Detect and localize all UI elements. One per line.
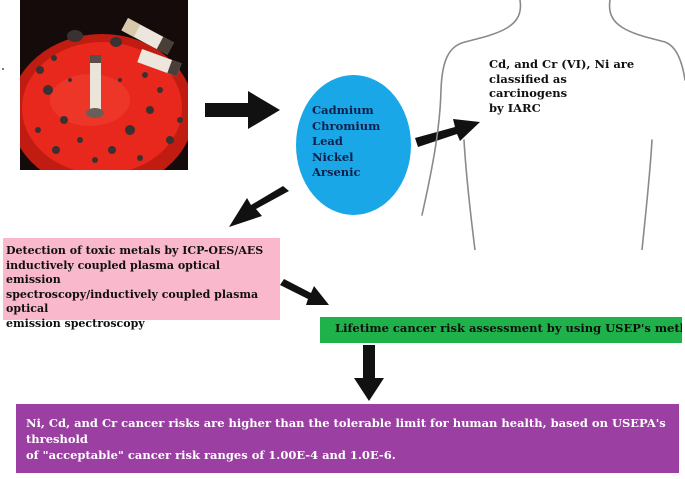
metal-lead: Lead — [312, 134, 343, 148]
iarc-statement: Cd, and Cr (VI), Ni are classified as ca… — [489, 57, 639, 115]
conclusion-box: Ni, Cd, and Cr cancer risks are higher t… — [16, 404, 679, 473]
iarc-line-1: Cd, and Cr (VI), Ni are — [489, 57, 635, 71]
arrow-risk-to-conclusion — [354, 345, 384, 401]
ashtray-photo — [20, 0, 188, 170]
metals-ellipse — [296, 75, 411, 215]
detection-line-1: Detection of toxic metals by ICP-OES/AES — [6, 244, 264, 257]
arrow-photo-to-metals — [205, 91, 280, 129]
metal-chromium: Chromium — [312, 118, 381, 133]
risk-assessment-box: Lifetime cancer risk assessment by using… — [320, 317, 682, 343]
ashtray-cigarette-icon — [20, 0, 188, 170]
conclusion-line-2: of "acceptable" cancer risk ranges of 1.… — [26, 448, 396, 462]
stray-dot — [2, 68, 4, 70]
arrow-metals-to-detection — [229, 186, 289, 227]
conclusion-line-1: Ni, Cd, and Cr cancer risks are higher t… — [26, 416, 666, 446]
detection-line-4: emission spectroscopy — [6, 316, 145, 330]
iarc-line-3: by IARC — [489, 100, 541, 115]
detection-line-2: inductively coupled plasma optical emiss… — [6, 258, 221, 287]
metal-arsenic: Arsenic — [312, 165, 361, 179]
risk-assessment-text: Lifetime cancer risk assessment by using… — [335, 321, 682, 335]
detection-line-3: spectroscopy/inductively coupled plasma … — [6, 287, 259, 316]
metals-list: Cadmium Chromium Lead Nickel Arsenic — [312, 103, 380, 181]
arrow-detection-to-risk — [280, 279, 329, 305]
detection-method-box: Detection of toxic metals by ICP-OES/AES… — [3, 238, 280, 330]
metal-nickel: Nickel — [312, 149, 354, 164]
arrow-metals-to-body — [415, 119, 480, 147]
human-torso-outline-icon — [421, 0, 685, 250]
metal-cadmium: Cadmium — [312, 103, 374, 117]
iarc-line-2: classified as carcinogens — [489, 71, 568, 101]
